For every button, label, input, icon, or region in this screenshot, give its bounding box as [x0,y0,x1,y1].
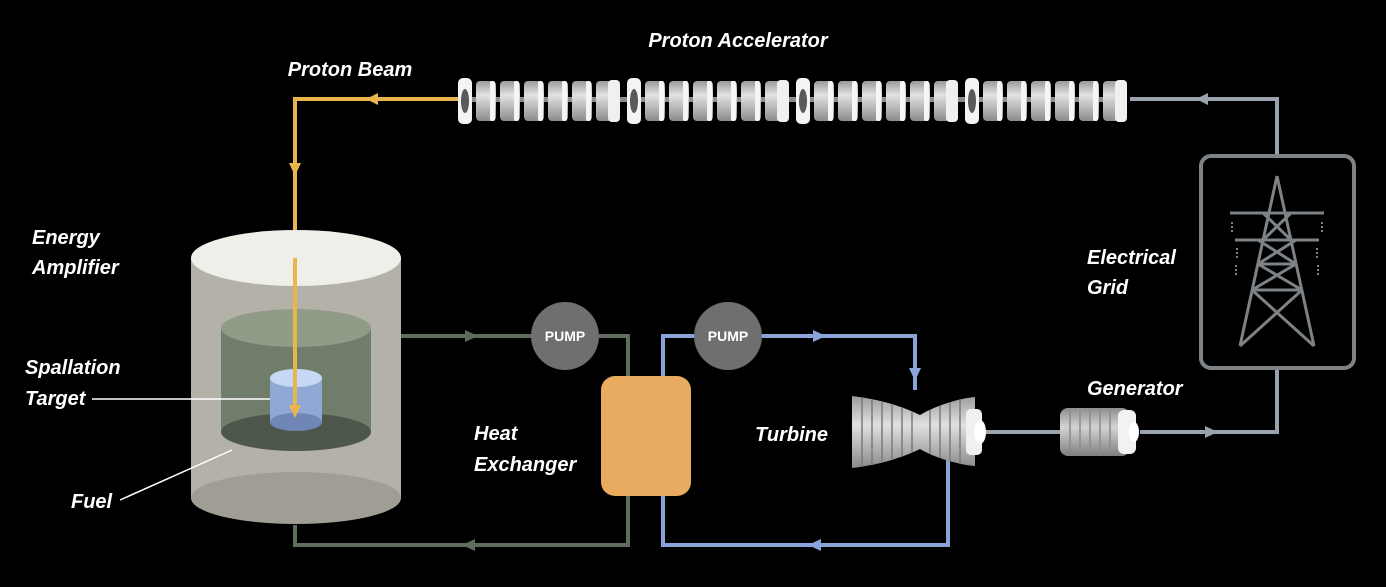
primary-pump: PUMP [531,302,599,370]
turbine-label: Turbine [755,424,828,446]
primary-arrow-icon [462,539,475,551]
heat-exchanger-label-line1: Heat [474,423,519,445]
spallation-target-label-line2: Target [25,388,87,410]
secondary-arrow-icon [808,539,821,551]
power-arrow-icon [1196,93,1208,105]
proton-beam-label: Proton Beam [288,59,412,81]
proton-beam-line [293,97,460,258]
accelerator-segment [965,78,1127,124]
secondary-arrow-icon [813,330,826,342]
proton-accelerator [458,78,1127,124]
secondary-pump: PUMP [694,302,762,370]
electrical-grid-label-line2: Grid [1087,277,1129,299]
accelerator-segment [627,78,789,124]
primary-arrow-icon [465,330,478,342]
electrical-grid [1199,154,1356,370]
generator-label: Generator [1087,378,1184,400]
turbine [852,396,986,468]
secondary-arrow-icon [909,368,921,381]
secondary-coolant-loop [661,334,950,547]
fuel-label: Fuel [71,491,113,513]
energy-amplifier-label-line1: Energy [32,227,101,249]
beam-arrow-icon [289,163,301,176]
electrical-grid-label-line1: Electrical [1087,247,1176,269]
insulator-icon [1231,222,1323,276]
transmission-tower-icon [1230,175,1324,348]
power-line [985,97,1279,434]
heat-exchanger-label-line2: Exchanger [474,454,577,476]
power-arrow-icon [1205,426,1218,438]
energy-amplifier-label-line2: Amplifier [31,257,120,279]
fuel-pointer-line [119,449,233,501]
primary-pump-label: PUMP [545,328,585,344]
accelerator-segment [458,78,620,124]
beam-arrow-icon [366,93,378,105]
secondary-pump-label: PUMP [708,328,748,344]
heat-exchanger [601,376,691,496]
spallation-target-label-line1: Spallation [25,357,121,379]
generator [1060,408,1139,456]
accelerator-segment [796,78,958,124]
beam-inside-vessel [289,258,301,418]
proton-accelerator-label: Proton Accelerator [648,30,829,52]
